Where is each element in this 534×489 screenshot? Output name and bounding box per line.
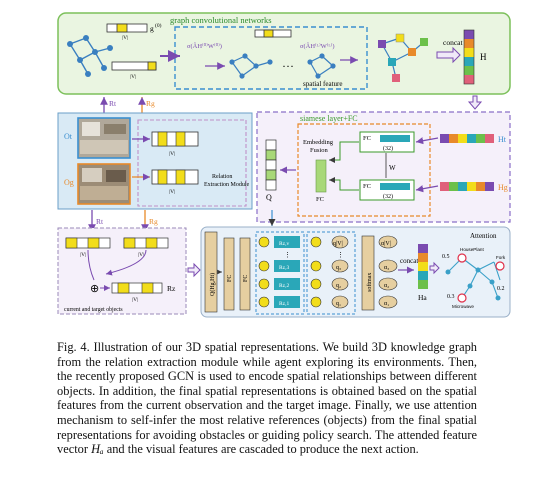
alpha-column: α|V| α₃ α₂ α₁ (378, 235, 398, 309)
svg-text:Rᴢ,v: Rᴢ,v (279, 241, 289, 247)
svg-text:(0): (0) (155, 22, 162, 29)
rt-label-top: Rt (109, 99, 117, 108)
node-microwave: Microwave (452, 304, 474, 309)
hg-vector (440, 182, 494, 191)
siamese-inner-box (297, 123, 431, 217)
gcn-title: graph convolutional networks (170, 15, 272, 25)
v-vector: |V| (111, 61, 157, 80)
architecture-figure: graph convolutional networks g (0) |V| |… (57, 12, 511, 318)
q-product-column: q|V| q₃ q₂ q₁ (310, 235, 349, 309)
svg-text:|V|: |V| (169, 151, 175, 157)
svg-text:α₂: α₂ (384, 283, 389, 289)
gcn-dots: ··· (282, 59, 294, 73)
attention-title: Attention (470, 232, 497, 240)
g0-vector: g (0) |V| (106, 22, 162, 41)
fc-bar-1-label: FC (227, 275, 233, 282)
hg-label: Hg (498, 183, 508, 192)
og-label: Og (64, 178, 74, 187)
w-label: W (389, 164, 396, 172)
oplus-symbol: ⊕ (90, 283, 99, 295)
fusion-bar (315, 159, 327, 193)
svg-text:|V|: |V| (122, 35, 128, 41)
ot-label: Ot (64, 132, 73, 141)
svg-text:(32): (32) (383, 145, 393, 152)
value-fork: 0.2 (497, 286, 505, 292)
ha-label: Ha (418, 293, 427, 302)
rz-label: Rz (167, 284, 176, 293)
image-og (77, 163, 131, 205)
svg-text:α|V|: α|V| (381, 241, 391, 247)
gcn-mid-vector (254, 29, 292, 38)
siamese-title: siamese layer+FC (300, 114, 358, 123)
svg-text:Rᴢ,1: Rᴢ,1 (279, 301, 289, 307)
svg-text:α₁: α₁ (384, 301, 389, 307)
svg-text:|V|: |V| (130, 74, 136, 80)
rz-dots: ⋮ (284, 251, 291, 259)
rg-label-bottom: Rg (149, 217, 158, 226)
caption-ha: Hₐ (91, 442, 104, 457)
svg-text:FC: FC (363, 183, 371, 190)
relation-module-box (137, 119, 247, 207)
q-input-bar (204, 231, 218, 313)
ht-label: Ht (498, 135, 507, 144)
siamese-panel (256, 111, 511, 223)
svg-text:α₃: α₃ (384, 265, 389, 271)
svg-text:|V|: |V| (132, 297, 138, 303)
rg-row: |V| (123, 237, 169, 258)
spatial-feature-label: spatial feature (303, 80, 342, 88)
svg-text:|V|: |V| (138, 252, 144, 258)
rt-label-bottom: Rt (96, 217, 104, 226)
svg-text:g: g (150, 24, 154, 33)
svg-text:|V|: |V| (169, 189, 175, 195)
H-vector (463, 29, 475, 85)
q-dots: ⋮ (337, 251, 344, 259)
rg-matrix: |V| (151, 169, 199, 195)
image-ot (77, 117, 131, 159)
ht-vector (440, 134, 494, 143)
svg-text:FC: FC (363, 135, 371, 142)
fc-bar-2 (239, 237, 251, 311)
rt-matrix: |V| (151, 131, 199, 157)
concat-label-top: concat (443, 38, 463, 47)
rt-row: |V| (65, 237, 111, 258)
gcn-op-left: σ(ÂH⁽⁰⁾W⁽⁰⁾) (187, 42, 222, 50)
q-vector (265, 139, 277, 191)
caption-text: Illustration of our 3D spatial represent… (57, 340, 477, 457)
caption-lead: Fig. 4. (57, 340, 90, 354)
svg-text:Rᴢ,2: Rᴢ,2 (279, 283, 289, 289)
concat-label-bottom: concat (400, 257, 418, 265)
rg-label-top: Rg (146, 99, 155, 108)
node-fork: Fork (496, 255, 506, 260)
ha-vector (418, 244, 428, 289)
value-houseplant: 0.5 (442, 254, 450, 260)
softmax-label: softmax (366, 273, 373, 292)
gcn-panel (57, 12, 511, 95)
node-houseplant: HousePlant (460, 247, 484, 252)
fusion-fc-label: FC (316, 196, 324, 203)
svg-text:Rᴢ,3: Rᴢ,3 (279, 265, 289, 271)
svg-text:q₂: q₂ (336, 283, 341, 289)
colored-node-graph (378, 33, 428, 82)
figure-caption: Fig. 4. Illustration of our 3D spatial r… (57, 340, 477, 457)
value-microwave: 0.3 (447, 294, 455, 300)
rz-row: |V| (111, 282, 163, 303)
fc-bar-2-label: FC (243, 275, 249, 282)
svg-text:q₁: q₁ (336, 301, 341, 307)
q-label: Q (266, 193, 272, 202)
gcn-op-right: σ(ÂH⁽ᴸ⁾W⁽ᴸ⁾) (300, 42, 335, 50)
attention-graph-nodes (445, 267, 501, 301)
softmax-bar (361, 235, 375, 311)
fc-bar-1 (223, 237, 235, 311)
q-input-label: Q(Hg,Ht) (209, 273, 216, 296)
svg-text:q|V|: q|V| (333, 241, 343, 247)
rz-product-column: Rᴢ,v Rᴢ,3 Rᴢ,2 Rᴢ,1 (258, 236, 300, 308)
caption-tail: and the visual features are cascaded to … (103, 442, 419, 457)
H-label: H (480, 52, 487, 62)
svg-text:q₃: q₃ (336, 265, 341, 271)
current-target-label: current and target objects (64, 307, 123, 313)
svg-text:(32): (32) (383, 193, 393, 200)
svg-text:|V|: |V| (80, 252, 86, 258)
